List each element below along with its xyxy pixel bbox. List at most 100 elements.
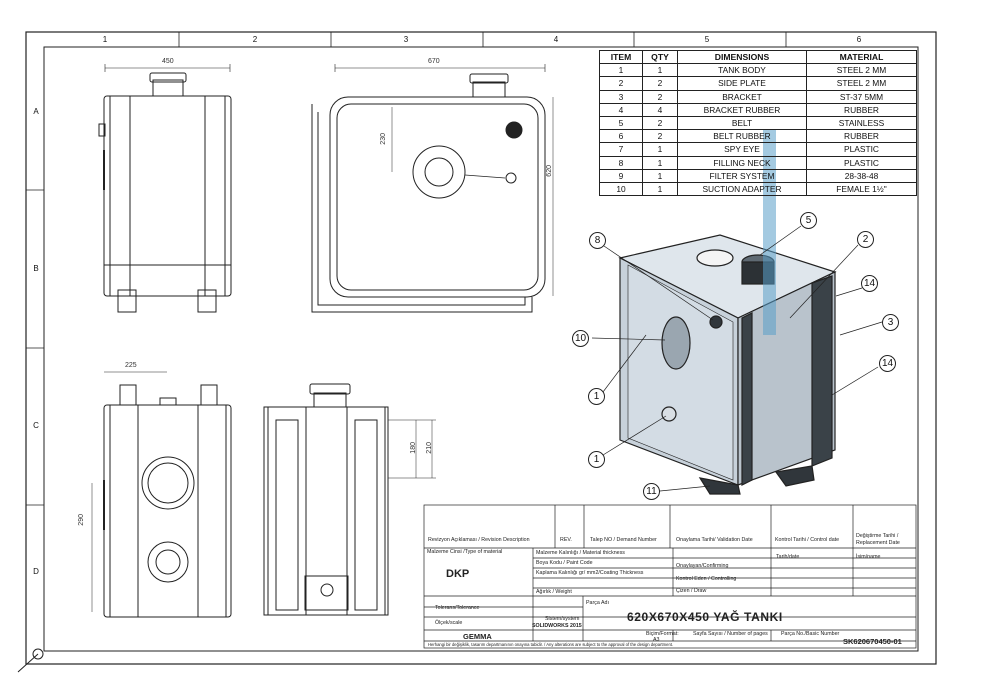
balloon-14-top: 14 <box>861 275 878 292</box>
zone-col-3: 3 <box>403 35 409 44</box>
bom-item: 2 <box>599 76 643 91</box>
zone-row-b: B <box>33 264 39 273</box>
dim-180: 180 <box>410 442 417 454</box>
bom-header-item: ITEM <box>599 49 643 65</box>
confirming-label: Onaylayan/Confirming <box>676 563 729 569</box>
bom-qty: 2 <box>642 76 678 91</box>
balloon-8: 8 <box>589 232 606 249</box>
side-view <box>91 371 232 618</box>
format-value: A3 <box>653 637 660 643</box>
replacement-date-label: Değiştirme Tarihi / Replacement Date <box>856 533 900 546</box>
bom-item: 4 <box>599 102 643 117</box>
paint-code-label: Boya Kodu / Paint Code <box>536 560 593 566</box>
dim-670: 670 <box>428 58 440 65</box>
company-name: GEMMA <box>463 632 492 641</box>
balloon-10: 10 <box>572 330 589 347</box>
bom-qty: 1 <box>642 181 678 197</box>
zone-ticks <box>26 32 787 506</box>
bom-material: ST-37 5MM <box>806 89 917 104</box>
bom-qty: 2 <box>642 89 678 104</box>
part-name: 620X670X450 YAĞ TANKI <box>627 610 783 624</box>
bom-material: RUBBER <box>806 129 917 144</box>
bom-qty: 1 <box>642 155 678 170</box>
material-type-label: Malzeme Cinsi /Type of material <box>427 549 503 555</box>
bom-item: 8 <box>599 155 643 170</box>
balloon-5: 5 <box>800 212 817 229</box>
balloon-11: 11 <box>643 483 660 500</box>
title-block-grid <box>423 504 917 649</box>
bom-material: PLASTIC <box>806 155 917 170</box>
balloon-1-upper: 1 <box>588 388 605 405</box>
dim-225: 225 <box>125 362 137 369</box>
bom-item: 5 <box>599 115 643 131</box>
top-view <box>311 64 554 313</box>
footnote: Herhangi bir değişiklik, tasarım departm… <box>428 642 674 647</box>
dim-620: 620 <box>546 165 553 177</box>
zone-col-4: 4 <box>553 35 559 44</box>
date-column-label: Tarih/date <box>776 554 800 560</box>
isometric-view <box>591 130 883 495</box>
balloon-2: 2 <box>857 231 874 248</box>
bom-header-dimensions: DIMENSIONS <box>677 49 807 65</box>
format-label: Biçim/Format: <box>646 631 679 637</box>
bom-qty: 1 <box>642 168 678 183</box>
bom-header-qty: QTY <box>642 49 678 65</box>
material-thickness-label: Malzeme Kalınlığı / Material thickness <box>536 550 625 556</box>
control-date-label: Kontrol Tarihi / Control date <box>775 537 840 543</box>
bom-dimensions: FILLING NECK <box>677 155 807 170</box>
material-type-value: DKP <box>446 568 470 580</box>
bom-material: RUBBER <box>806 102 917 117</box>
software-label: SOLIDWORKS 2015 <box>532 623 582 629</box>
dim-290: 290 <box>78 514 85 526</box>
bom-item: 3 <box>599 89 643 104</box>
dim-210: 210 <box>426 442 433 454</box>
zone-col-6: 6 <box>856 35 862 44</box>
balloon-14-bottom: 14 <box>879 355 896 372</box>
pages-label: Sayfa Sayısı / Number of pages <box>693 631 768 637</box>
bom-item: 6 <box>599 129 643 144</box>
bom-dimensions: FILTER SYSTEM <box>677 168 807 183</box>
rear-view <box>263 383 436 616</box>
scale-label: Ölçek/scale <box>435 620 463 626</box>
zone-row-d: D <box>33 567 39 576</box>
validation-date-label: Onaylama Tarihi/ Validation Date <box>676 537 753 543</box>
bom-dimensions: SUCTION ADAPTER <box>677 181 807 197</box>
tolerance-label: Tolerans/Tolerance <box>435 605 480 611</box>
bom-item: 10 <box>599 181 643 197</box>
part-no-label: Parça No./Basic Number <box>781 631 840 637</box>
bom-qty: 1 <box>642 142 678 157</box>
name-column-label: İsim/name <box>856 554 881 560</box>
zone-row-a: A <box>33 107 39 116</box>
bom-material: STEEL 2 MM <box>806 76 917 91</box>
bom-qty: 2 <box>642 129 678 144</box>
bom-qty: 4 <box>642 102 678 117</box>
balloon-1-lower: 1 <box>588 451 605 468</box>
front-view <box>98 64 232 313</box>
rev-label: REV. <box>560 537 572 543</box>
coating-thickness-label: Kaplama Kalınlığı gr/ mm2/Coating Thickn… <box>536 570 644 576</box>
bom-material: PLASTIC <box>806 142 917 157</box>
bom-item: 7 <box>599 142 643 157</box>
bom-item: 1 <box>599 63 643 78</box>
bom-dimensions: BELT <box>677 115 807 131</box>
part-name-label: Parça Adı <box>586 600 609 606</box>
demand-number-label: Talep NO / Demand Number <box>590 537 657 543</box>
revision-description-label: Revizyon Açıklaması / Revision Descripti… <box>428 537 530 543</box>
bom-header-material: MATERIAL <box>806 49 917 65</box>
bom-dimensions: BRACKET <box>677 89 807 104</box>
weight-label: Ağırlık / Weight <box>536 589 572 595</box>
origin-marker <box>32 648 44 660</box>
